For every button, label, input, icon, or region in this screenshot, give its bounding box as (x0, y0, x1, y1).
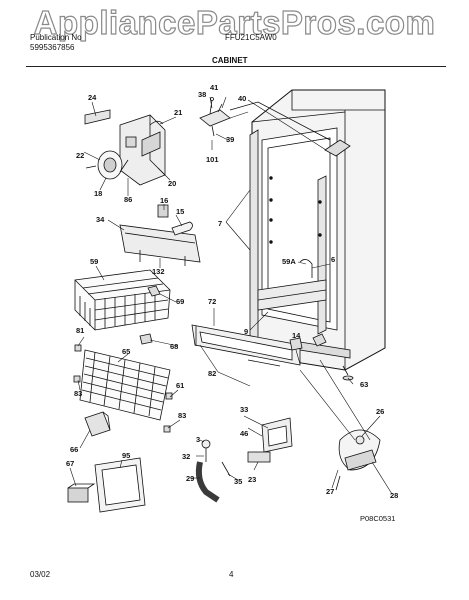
watermark: AppliancePartsPros.com (33, 3, 436, 41)
callout-83-right: 83 (178, 411, 186, 420)
callout-16: 16 (160, 196, 168, 205)
callout-32: 32 (182, 452, 190, 461)
leader-lines (69, 96, 393, 495)
callout-59: 59 (90, 257, 98, 266)
publication-number: 5995367856 (30, 43, 75, 52)
callout-72: 72 (208, 297, 216, 306)
callout-132: 132 (152, 267, 165, 276)
callout-46: 46 (240, 429, 248, 438)
footer-page-number: 4 (229, 570, 234, 579)
callout-27: 27 (326, 487, 334, 496)
control-assembly (84, 109, 166, 186)
callout-65: 65 (122, 347, 130, 356)
callout-38: 38 (198, 90, 206, 99)
model-number: FFU21C5AW0 (225, 33, 277, 42)
callout-6: 6 (331, 255, 335, 264)
light-assembly (119, 204, 201, 266)
callout-69: 69 (176, 297, 184, 306)
publication-label: Publication No (30, 33, 82, 42)
callout-29: 29 (186, 474, 194, 483)
callout-21: 21 (174, 108, 182, 117)
callout-7: 7 (218, 219, 222, 228)
callout-81: 81 (76, 326, 84, 335)
callout-95: 95 (122, 451, 130, 460)
callout-41: 41 (210, 83, 218, 92)
callout-23: 23 (248, 475, 256, 484)
callout-68: 68 (170, 342, 178, 351)
callout-34: 34 (96, 215, 105, 224)
callout-61: 61 (176, 381, 184, 390)
callout-39: 39 (226, 135, 234, 144)
wire-basket (74, 269, 171, 331)
footer-date: 03/02 (30, 570, 51, 579)
toe-grille (191, 324, 301, 367)
callout-3: 3 (196, 435, 200, 444)
callout-66: 66 (70, 445, 78, 454)
callout-14: 14 (292, 331, 301, 340)
header-rule (26, 66, 446, 67)
callout-67: 67 (66, 459, 74, 468)
callout-26: 26 (376, 407, 384, 416)
cabinet-body (249, 89, 386, 371)
callout-35: 35 (234, 477, 242, 486)
diagram-code: P08C0531 (360, 514, 395, 523)
callout-9: 9 (244, 327, 248, 336)
section-title: CABINET (212, 56, 248, 65)
callout-83-left: 83 (74, 389, 82, 398)
callout-86: 86 (124, 195, 132, 204)
callout-20: 20 (168, 179, 176, 188)
callout-101: 101 (206, 155, 219, 164)
callout-18: 18 (94, 189, 102, 198)
small-parts (67, 333, 381, 513)
callout-82: 82 (208, 369, 216, 378)
callout-24: 24 (88, 93, 97, 102)
callout-59a: 59A (282, 257, 296, 266)
callout-63: 63 (360, 380, 368, 389)
wire-shelf (73, 344, 173, 433)
callout-15: 15 (176, 207, 184, 216)
callout-28: 28 (390, 491, 398, 500)
callout-33: 33 (240, 405, 248, 414)
callout-40: 40 (238, 94, 246, 103)
callout-22: 22 (76, 151, 84, 160)
